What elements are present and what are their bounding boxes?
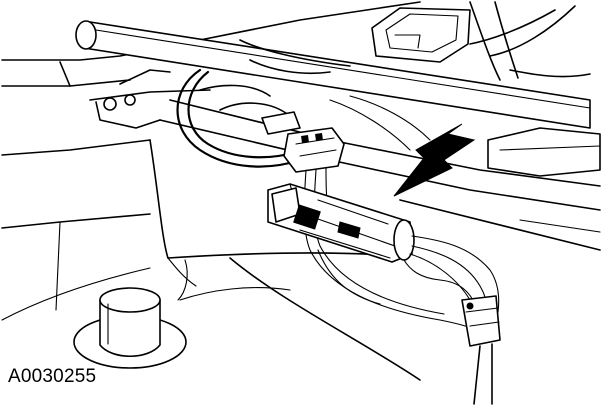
in-line-module — [267, 183, 415, 263]
lower-connector — [461, 295, 501, 405]
seat-side-rail — [159, 99, 601, 251]
module-leads — [403, 235, 500, 317]
wiring-harness — [176, 39, 431, 168]
seat-frame — [1, 1, 421, 129]
harness-connector — [261, 111, 345, 173]
seat-cross-tube — [75, 1, 591, 129]
wire-clip — [371, 5, 591, 78]
floor-boss — [73, 287, 187, 369]
floor-panel — [1, 139, 421, 381]
arrow-pointer-icon — [393, 123, 476, 197]
figure-identifier: A0030255 — [8, 366, 97, 387]
